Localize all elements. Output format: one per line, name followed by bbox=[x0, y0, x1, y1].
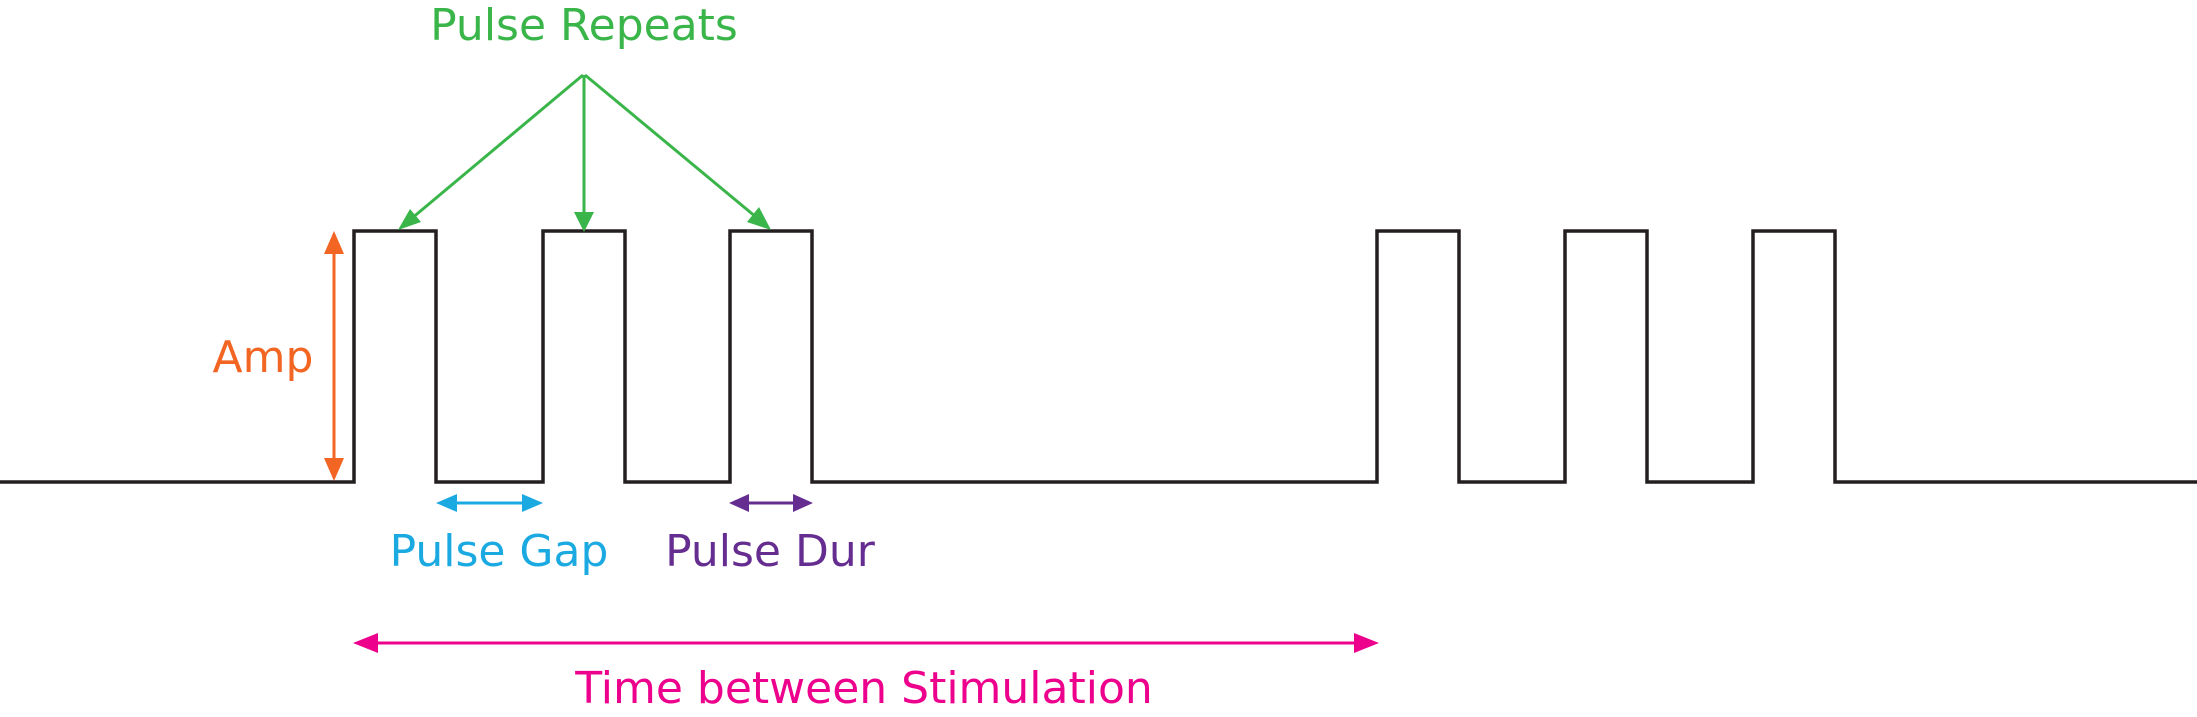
pulse-train-waveform bbox=[0, 229, 2197, 484]
pulse-dur-arrowhead-right bbox=[793, 494, 813, 512]
pulse-repeats-arrowhead-2 bbox=[574, 212, 594, 232]
amp-label: Amp bbox=[213, 332, 314, 383]
pulse-gap-label: Pulse Gap bbox=[390, 526, 609, 577]
amp-arrowhead-top bbox=[324, 231, 344, 254]
pulse-dur-label: Pulse Dur bbox=[665, 526, 876, 577]
time-between-stimulation-arrowhead-right bbox=[1354, 633, 1379, 653]
pulse-repeats-annotation: Pulse Repeats bbox=[398, 0, 771, 232]
time-between-stimulation-label: Time between Stimulation bbox=[574, 663, 1153, 714]
pulse-repeats-label: Pulse Repeats bbox=[430, 0, 738, 51]
amp-arrowhead-bottom bbox=[324, 458, 344, 481]
pulse-repeats-arrowhead-3 bbox=[747, 207, 771, 230]
pulse-gap-annotation: Pulse Gap bbox=[390, 494, 609, 577]
pulse-dur-arrowhead-left bbox=[729, 494, 749, 512]
pulse-gap-arrowhead-left bbox=[436, 494, 457, 512]
pulse-dur-annotation: Pulse Dur bbox=[665, 494, 876, 577]
pulse-gap-arrowhead-right bbox=[522, 494, 543, 512]
pulse-repeats-arrow-1 bbox=[404, 73, 584, 226]
pulse-repeats-arrow-3 bbox=[584, 73, 763, 224]
time-between-stimulation-annotation: Time between Stimulation bbox=[353, 633, 1379, 714]
amp-annotation: Amp bbox=[213, 231, 344, 481]
pulse-repeats-arrowhead-1 bbox=[398, 209, 421, 230]
time-between-stimulation-arrowhead-left bbox=[353, 633, 378, 653]
